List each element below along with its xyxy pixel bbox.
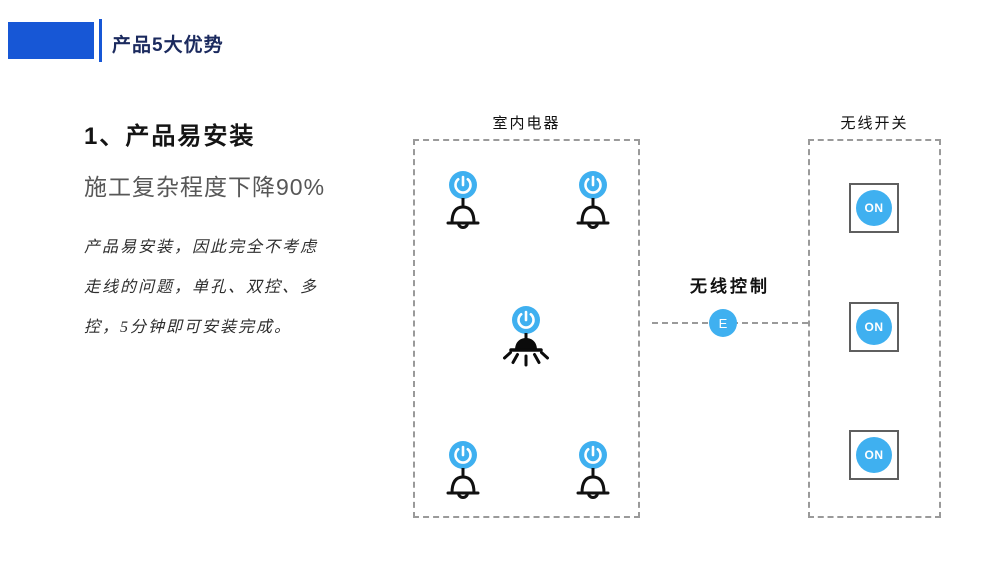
on-button-icon: ON (856, 190, 892, 226)
lamp-item (571, 170, 615, 234)
wireless-switch-label: 无线开关 (840, 115, 909, 132)
lamp-shade-icon (576, 468, 610, 499)
lamp-shade-icon (576, 198, 610, 229)
wall-switch-item: ON (849, 302, 899, 352)
section-heading: 1、产品易安装 (84, 123, 256, 150)
lamp-item (571, 440, 615, 504)
power-icon (512, 306, 540, 334)
ceiling-light-icon (503, 333, 549, 367)
wall-switch-item: ON (849, 430, 899, 480)
lamp-shade-icon (446, 198, 480, 229)
ceiling-light-item (503, 305, 549, 375)
lamp-item (441, 440, 485, 504)
lamp-item (441, 170, 485, 234)
wall-switch-item: ON (849, 183, 899, 233)
lamp-shade-icon (446, 468, 480, 499)
section-paragraph: 产品易安装，因此完全不考虑 走线的问题，单孔、双控、多 控，5分钟即可安装完成。 (84, 239, 319, 336)
wireless-node-badge: E (709, 309, 737, 337)
section-subheading: 施工复杂程度下降90% (84, 174, 326, 200)
power-icon (579, 171, 607, 199)
on-button-icon: ON (856, 437, 892, 473)
header-accent-bar (8, 22, 94, 59)
power-icon (579, 441, 607, 469)
page-title: 产品5大优势 (112, 35, 224, 56)
indoor-appliances-label: 室内电器 (492, 115, 561, 132)
header-divider-line (99, 19, 102, 62)
power-icon (449, 171, 477, 199)
on-button-icon: ON (856, 309, 892, 345)
power-icon (449, 441, 477, 469)
wireless-control-label: 无线控制 (690, 277, 770, 296)
